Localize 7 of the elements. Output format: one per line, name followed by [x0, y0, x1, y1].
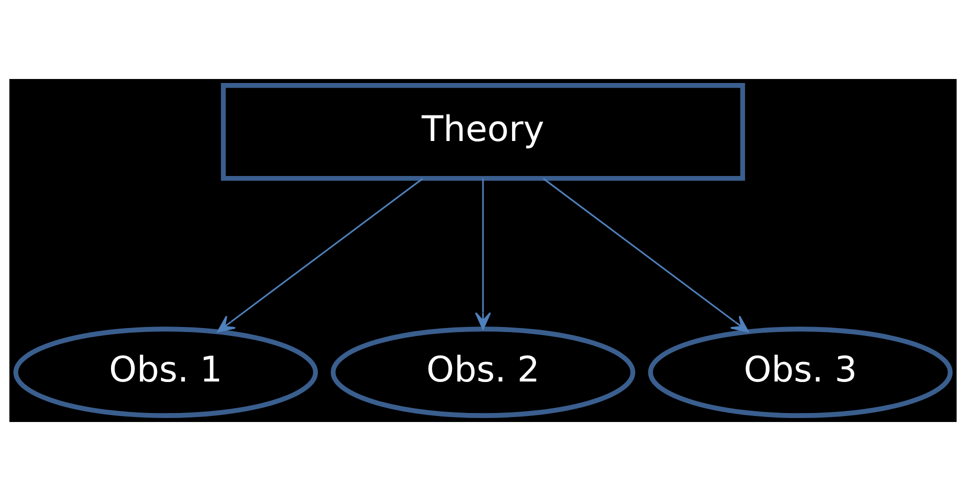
node-ellipse: Obs. 1 — [12, 326, 318, 418]
node-ellipse: Obs. 2 — [330, 326, 635, 418]
arrow — [216, 178, 423, 332]
node-box: Theory — [220, 82, 745, 180]
arrow — [474, 178, 491, 330]
node-ellipse: Obs. 3 — [648, 326, 952, 418]
arrow — [542, 178, 748, 332]
